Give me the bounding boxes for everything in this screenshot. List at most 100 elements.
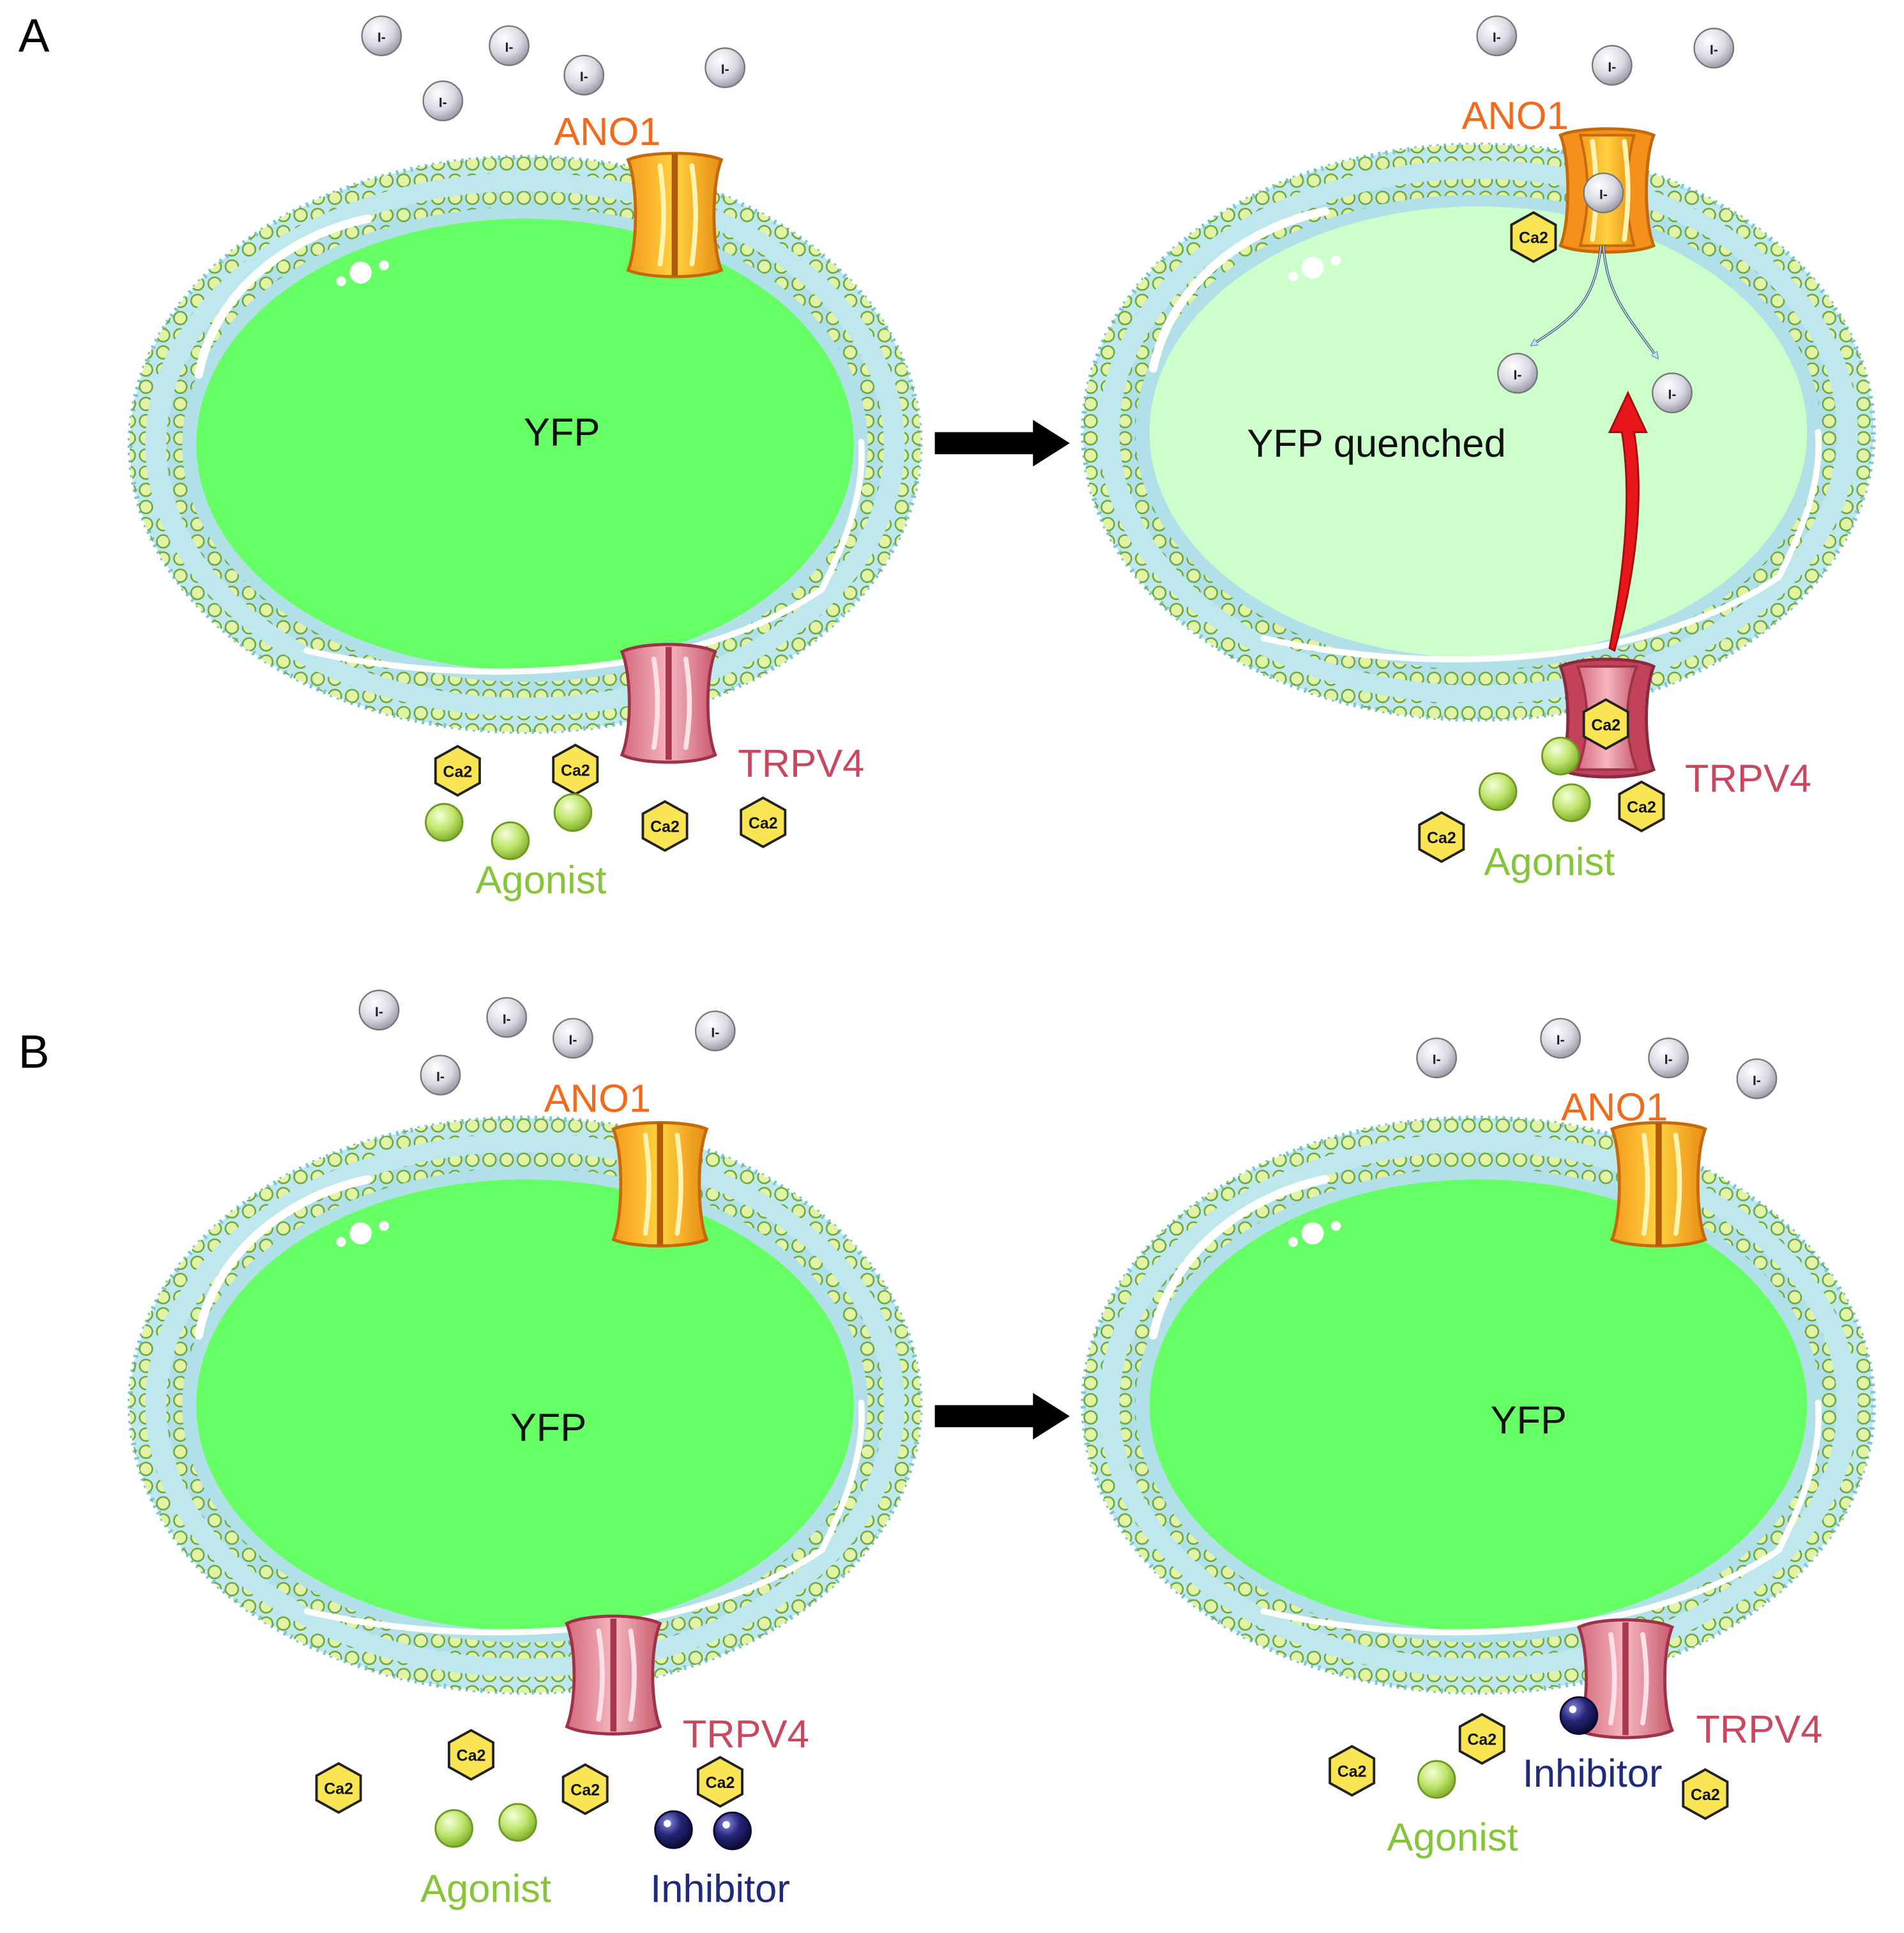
iodide-ion-icon: I- [1497, 353, 1538, 394]
iodide-ion-icon: I- [1583, 172, 1624, 213]
iodide-ion-icon: I- [1693, 27, 1735, 69]
agonist-molecule-icon [1552, 783, 1591, 822]
agonist-label: Agonist [1387, 1815, 1518, 1860]
iodide-ion-icon: I- [358, 989, 400, 1031]
calcium-ion-label: Ca2 [443, 763, 473, 781]
cell-b-after [1081, 1115, 1876, 1695]
iodide-ion-icon: I- [1476, 15, 1518, 56]
calcium-ion-icon: Ca2 [1458, 1713, 1505, 1765]
iodide-ion-icon: I- [1416, 1037, 1458, 1078]
agonist-molecule-icon [1417, 1760, 1456, 1799]
cell-b-before [127, 1115, 923, 1695]
transition-arrow-b [934, 1393, 1070, 1440]
iodide-ion-icon: I- [422, 80, 464, 121]
calcium-ion-label: Ca2 [749, 814, 778, 832]
iodide-ion-icon: I- [1540, 1018, 1581, 1059]
cytoplasm-label-yfp-quenched: YFP quenched [1247, 422, 1505, 466]
calcium-ion-label: Ca2 [1427, 829, 1456, 847]
iodide-ion-icon: I- [1652, 372, 1693, 413]
iodide-ion-label: I- [1493, 31, 1501, 45]
agonist-label: Agonist [420, 1867, 551, 1911]
calcium-ion-icon: Ca2 [448, 1729, 495, 1781]
trpv4-channel-icon [1576, 1618, 1675, 1739]
iodide-ion-icon: I- [420, 1055, 461, 1096]
calcium-ion-icon: Ca2 [1510, 211, 1557, 263]
iodide-ion-label: I- [1710, 43, 1718, 57]
ano1-label: ANO1 [554, 110, 660, 154]
calcium-ion-icon: Ca2 [1618, 780, 1665, 832]
calcium-ion-label: Ca2 [1627, 798, 1656, 816]
calcium-ion-label: Ca2 [1591, 716, 1620, 734]
calcium-ion-icon: Ca2 [696, 1755, 743, 1808]
inhibitor-molecule-icon [713, 1811, 752, 1851]
transition-arrow-a [934, 420, 1070, 467]
iodide-ion-label: I- [1599, 188, 1608, 202]
iodide-ion-label: I- [1668, 388, 1677, 402]
ano1-channel-icon [611, 1121, 709, 1248]
inhibitor-molecule-icon [654, 1810, 693, 1849]
iodide-ions: I- I- I- I- I- I- I- I- [358, 15, 1778, 1099]
ano1-label: ANO1 [1561, 1085, 1668, 1129]
iodide-ion-label: I- [1664, 1053, 1673, 1067]
panel-label-b: B [19, 1026, 50, 1078]
trpv4-channel-icon [620, 643, 717, 764]
iodide-ion-label: I- [377, 31, 386, 45]
iodide-ion-label: I- [580, 70, 588, 84]
calcium-ion-label: Ca2 [570, 1781, 600, 1799]
agonist-molecule-icon [1541, 737, 1580, 775]
iodide-ion-icon: I- [361, 15, 402, 56]
inhibitor-molecules [654, 1696, 1599, 1851]
calcium-ion-icon: Ca2 [1418, 811, 1465, 863]
agonist-molecule-icon [498, 1803, 537, 1842]
ano1-label: ANO1 [544, 1077, 651, 1121]
calcium-ion-label: Ca2 [561, 761, 590, 779]
iodide-ion-icon: I- [1648, 1037, 1689, 1078]
cytoplasm-label-yfp: YFP [510, 1405, 587, 1449]
agonist-label: Agonist [476, 859, 607, 903]
iodide-ion-label: I- [505, 40, 514, 55]
iodide-ion-icon: I- [704, 47, 746, 88]
calcium-ion-icon: Ca2 [1329, 1745, 1376, 1797]
calcium-ion-icon: Ca2 [552, 744, 599, 796]
iodide-ion-label: I- [375, 1005, 383, 1020]
calcium-ion-label: Ca2 [324, 1780, 353, 1798]
agonist-molecule-icon [553, 793, 593, 832]
panel-label-a: A [19, 10, 50, 62]
calcium-ion-label: Ca2 [1691, 1786, 1720, 1804]
inhibitor-label: Inhibitor [1523, 1752, 1663, 1796]
calcium-ion-icon: Ca2 [641, 800, 689, 852]
iodide-ion-icon: I- [486, 997, 528, 1038]
iodide-ion-label: I- [569, 1033, 577, 1048]
trpv4-label: TRPV4 [738, 742, 864, 786]
iodide-ion-label: I- [1753, 1073, 1761, 1088]
agonist-molecule-icon [1478, 772, 1518, 811]
iodide-flow-arrows [1534, 245, 1656, 356]
agonist-label: Agonist [1484, 840, 1615, 884]
trpv4-channel-icon [565, 1614, 662, 1736]
iodide-ion-label: I- [503, 1012, 511, 1027]
cytoplasm-label-yfp: YFP [1490, 1398, 1567, 1442]
iodide-ion-icon: I- [563, 54, 605, 96]
iodide-ion-label: I- [436, 1070, 445, 1085]
iodide-ion-label: I- [1514, 368, 1522, 383]
agonist-molecule-icon [425, 803, 464, 842]
iodide-ion-icon: I- [694, 1010, 736, 1051]
trpv4-label: TRPV4 [683, 1713, 809, 1757]
inhibitor-label: Inhibitor [650, 1867, 790, 1911]
calcium-ion-label: Ca2 [457, 1747, 486, 1765]
iodide-ion-icon: I- [1591, 45, 1633, 86]
calcium-ion-label: Ca2 [650, 818, 680, 836]
calcium-ion-icon: Ca2 [1682, 1768, 1729, 1821]
inhibitor-molecule-icon [1559, 1696, 1599, 1735]
ano1-channel-icon [1610, 1121, 1707, 1248]
calcium-ion-label: Ca2 [1467, 1731, 1497, 1749]
calcium-ion-icon: Ca2 [315, 1762, 362, 1814]
calcium-ion-label: Ca2 [1519, 229, 1548, 247]
calcium-ion-label: Ca2 [1337, 1763, 1367, 1781]
ano1-label: ANO1 [1461, 94, 1568, 138]
cytoplasm-label-yfp: YFP [524, 411, 600, 455]
cell-a-after [1081, 142, 1876, 722]
calcium-ion-icon: Ca2 [1582, 698, 1629, 751]
agonist-molecule-icon [434, 1809, 473, 1848]
